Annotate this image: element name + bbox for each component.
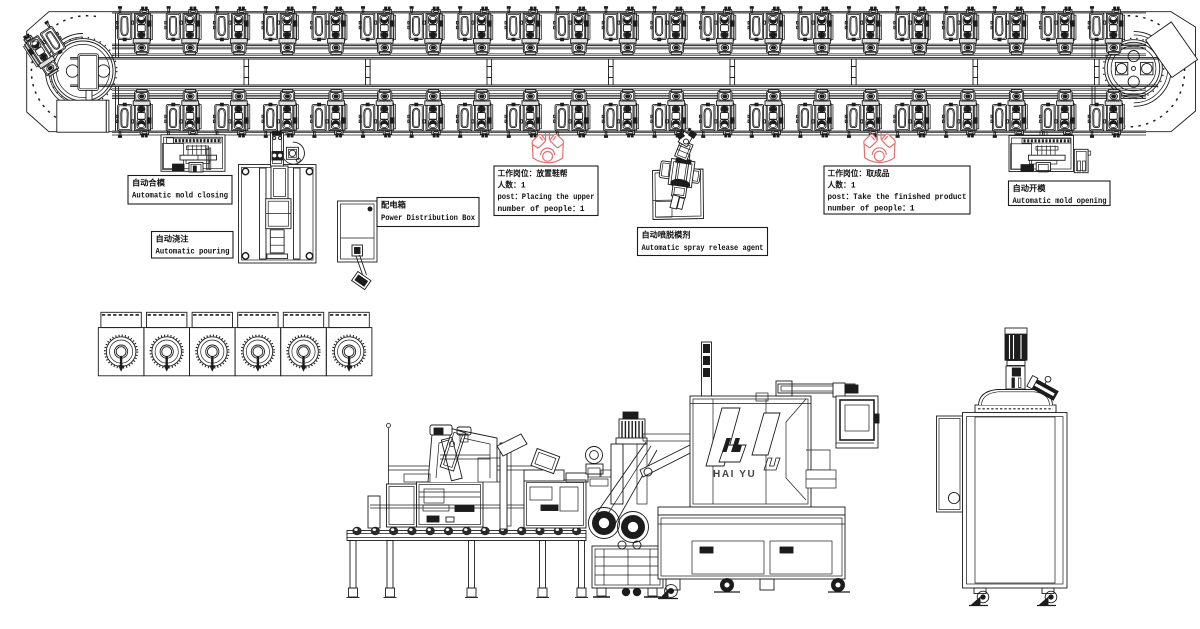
svg-text:post：Placing the upper: post：Placing the upper [498, 193, 595, 202]
svg-text:Automatic pouring: Automatic pouring [156, 247, 230, 257]
svg-text:配电箱: 配电箱 [381, 200, 406, 211]
svg-text:HAI YU: HAI YU [713, 469, 756, 480]
svg-text:人数：1: 人数：1 [498, 180, 526, 191]
svg-text:post：Take the finished product: post：Take the finished product [828, 193, 967, 202]
svg-text:自动开模: 自动开模 [1013, 183, 1047, 194]
svg-text:number of people：1: number of people：1 [828, 205, 915, 214]
svg-text:工作岗位：放置鞋帮: 工作岗位：放置鞋帮 [498, 168, 568, 179]
svg-text:number of people：1: number of people：1 [498, 205, 585, 214]
svg-text:Automatic mold opening: Automatic mold opening [1013, 196, 1107, 206]
svg-text:工作岗位：取成品: 工作岗位：取成品 [828, 168, 890, 179]
svg-text:自动喷脱模剂: 自动喷脱模剂 [642, 230, 691, 241]
svg-text:Automatic mold closing: Automatic mold closing [132, 191, 228, 201]
svg-text:自动合模: 自动合模 [132, 178, 166, 189]
svg-text:人数：1: 人数：1 [828, 179, 856, 190]
svg-text:自动浇注: 自动浇注 [156, 234, 190, 245]
svg-text:Automatic spray release agent: Automatic spray release agent [642, 243, 764, 253]
svg-text:Power Distribution Box: Power Distribution Box [381, 213, 475, 223]
